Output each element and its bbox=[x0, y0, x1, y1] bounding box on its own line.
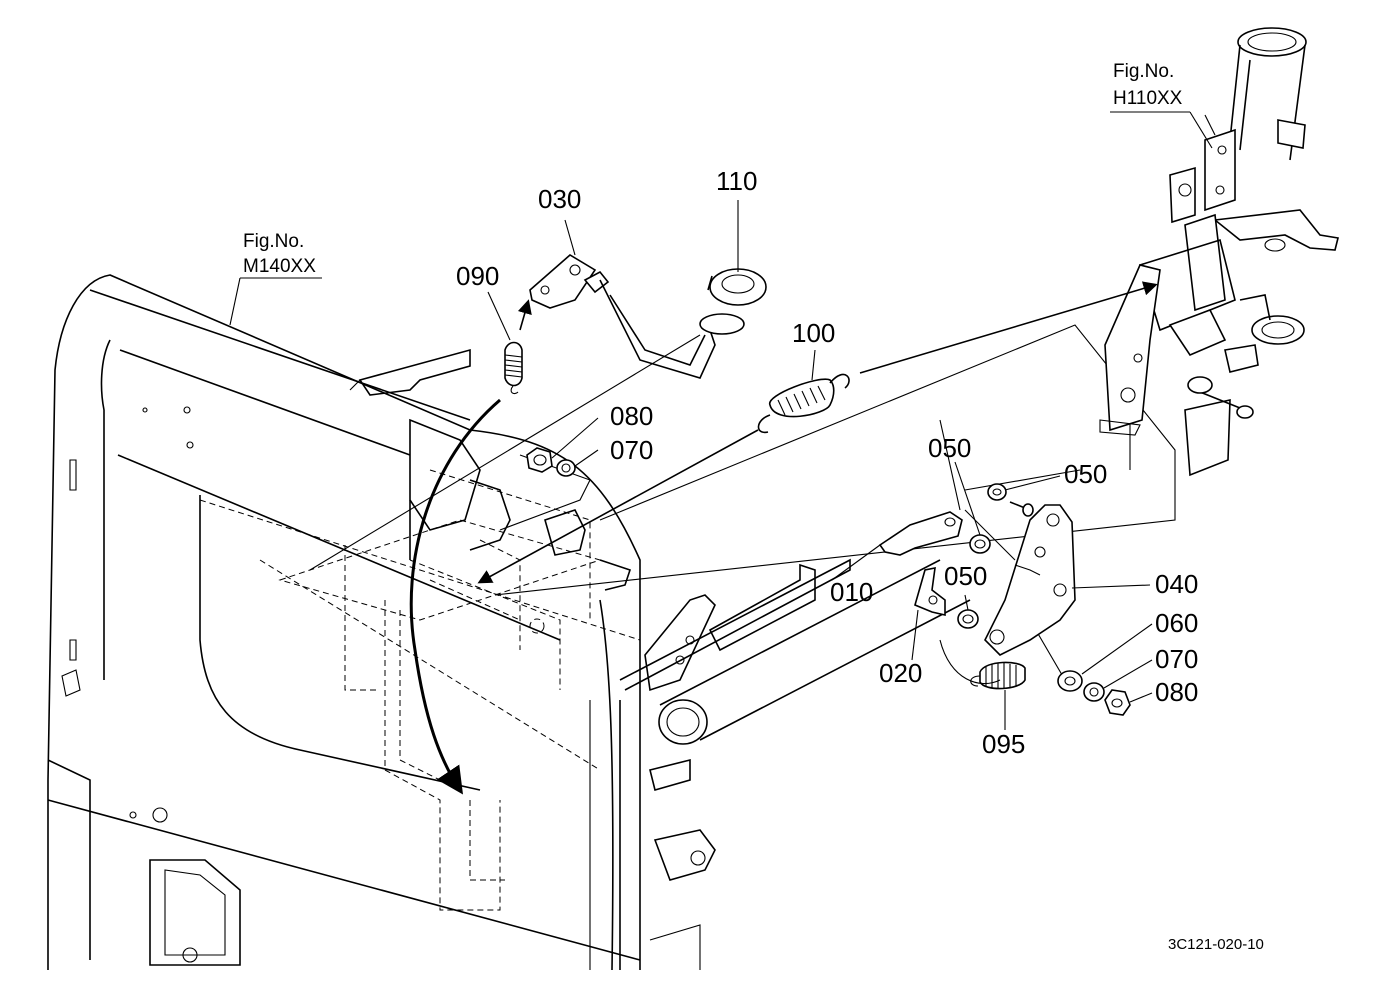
part-050-washers bbox=[957, 483, 1034, 629]
fig-ref-h110: Fig.No. H110XX bbox=[1113, 61, 1183, 109]
steering-column-assembly bbox=[1099, 27, 1339, 477]
hidden-bracket bbox=[199, 460, 641, 911]
part-100-spring bbox=[757, 373, 850, 434]
part-060-070-080-lower bbox=[1057, 670, 1131, 716]
fig-ref-number: M140XX bbox=[243, 256, 316, 277]
part-080-070-upper bbox=[526, 447, 576, 477]
callout-050-b: 050 bbox=[1064, 459, 1107, 489]
callout-100: 100 bbox=[792, 318, 835, 348]
callout-050-c: 050 bbox=[944, 561, 987, 591]
callout-080-upper: 080 bbox=[610, 401, 653, 431]
callout-090: 090 bbox=[456, 261, 499, 291]
callout-030: 030 bbox=[538, 184, 581, 214]
fig-ref-prefix: Fig.No. bbox=[1113, 61, 1174, 82]
drawing-code: 3C121-020-10 bbox=[1168, 936, 1264, 953]
main-frame bbox=[47, 274, 971, 971]
callout-080-lower: 080 bbox=[1155, 677, 1198, 707]
assembly-lines bbox=[309, 324, 1176, 685]
callout-010: 010 bbox=[830, 577, 873, 607]
callout-leaders bbox=[229, 111, 1213, 730]
callout-070-upper: 070 bbox=[610, 435, 653, 465]
fig-ref-m140: Fig.No. M140XX bbox=[243, 231, 316, 277]
callout-060: 060 bbox=[1155, 608, 1198, 638]
callout-110: 110 bbox=[716, 166, 757, 196]
part-095-spring bbox=[970, 661, 1026, 690]
callout-040: 040 bbox=[1155, 569, 1198, 599]
part-090-spring bbox=[504, 341, 523, 395]
part-020-lever bbox=[914, 566, 946, 617]
part-040-plate bbox=[984, 504, 1076, 656]
callout-050-a: 050 bbox=[928, 433, 971, 463]
part-010-plate bbox=[878, 511, 963, 556]
callout-095: 095 bbox=[982, 729, 1025, 759]
callout-020: 020 bbox=[879, 658, 922, 688]
arrows bbox=[409, 281, 1158, 795]
fig-ref-number: H110XX bbox=[1113, 88, 1183, 109]
part-030-lever bbox=[529, 254, 767, 379]
fig-ref-prefix: Fig.No. bbox=[243, 231, 304, 252]
callout-070-lower: 070 bbox=[1155, 644, 1198, 674]
